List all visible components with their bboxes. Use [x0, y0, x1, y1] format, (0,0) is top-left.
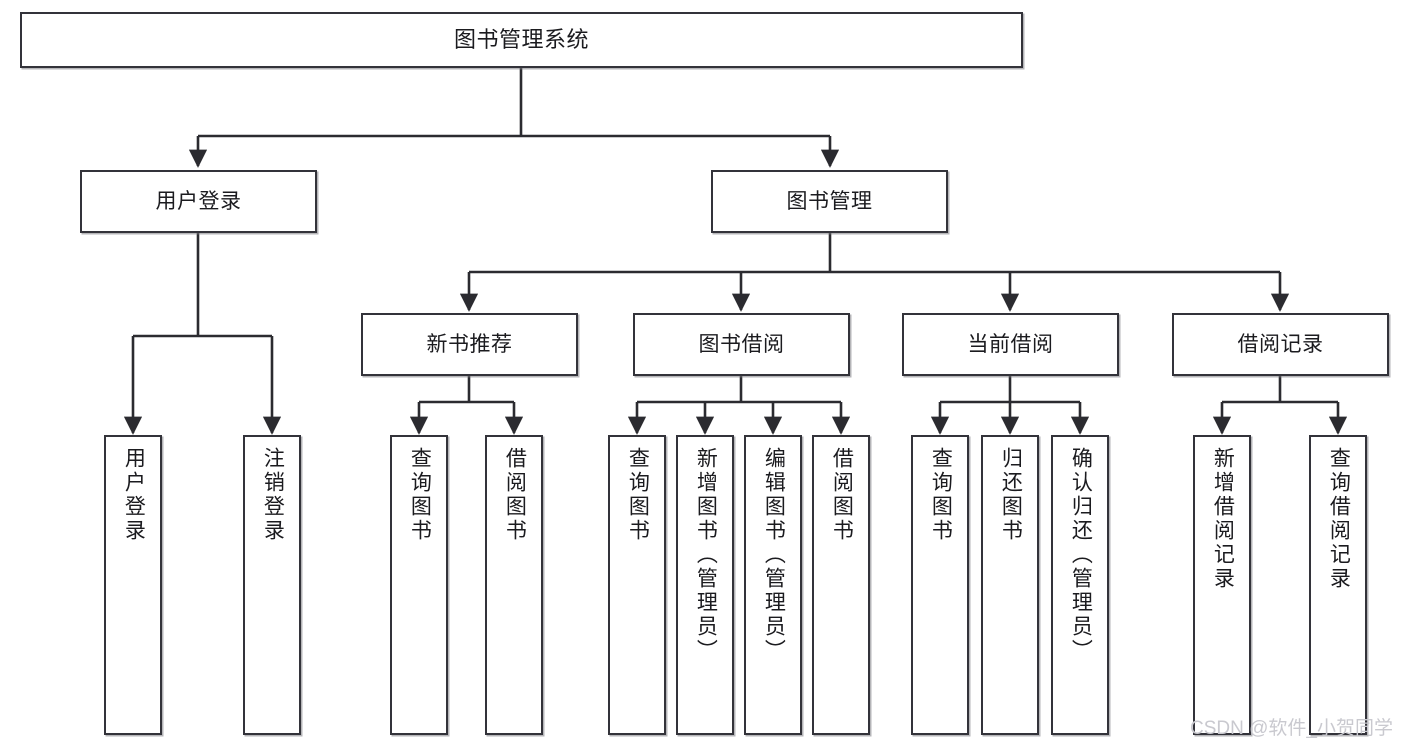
node-new-book-recommend-label: 新书推荐: [426, 332, 513, 356]
node-book-borrow-label: 图书借阅: [698, 332, 785, 356]
node-borrow-record-label: 借阅记录: [1237, 332, 1324, 356]
node-leaf-book-borrow-add[interactable]: 新增图书（管理员）: [676, 435, 734, 735]
node-root-book-management-system[interactable]: 图书管理系统: [20, 12, 1023, 68]
node-book-management-label: 图书管理: [786, 189, 873, 213]
node-leaf-label: 借阅图书: [830, 447, 854, 543]
node-book-borrow[interactable]: 图书借阅: [633, 313, 850, 376]
node-leaf-book-borrow-edit[interactable]: 编辑图书（管理员）: [744, 435, 802, 735]
node-user-login[interactable]: 用户登录: [80, 170, 317, 233]
node-leaf-book-borrow-borrow[interactable]: 借阅图书: [812, 435, 870, 735]
node-leaf-label: 查询借阅记录: [1327, 447, 1351, 591]
node-leaf-label: 确认归还（管理员）: [1069, 447, 1093, 663]
node-leaf-label: 归还图书: [999, 447, 1023, 543]
node-root-label: 图书管理系统: [453, 26, 589, 52]
node-leaf-label: 新增图书（管理员）: [694, 447, 718, 663]
node-current-borrow-label: 当前借阅: [967, 332, 1054, 356]
node-leaf-current-borrow-return[interactable]: 归还图书: [981, 435, 1039, 735]
node-leaf-current-borrow-query[interactable]: 查询图书: [911, 435, 969, 735]
node-leaf-new-book-query[interactable]: 查询图书: [390, 435, 448, 735]
node-leaf-label: 编辑图书（管理员）: [762, 447, 786, 663]
node-leaf-label: 新增借阅记录: [1211, 447, 1235, 591]
node-leaf-label: 查询图书: [626, 447, 650, 543]
node-leaf-label: 查询图书: [408, 447, 432, 543]
node-book-management[interactable]: 图书管理: [711, 170, 948, 233]
node-user-login-label: 用户登录: [155, 189, 242, 213]
node-borrow-record[interactable]: 借阅记录: [1172, 313, 1389, 376]
node-leaf-borrow-record-add[interactable]: 新增借阅记录: [1193, 435, 1251, 735]
node-leaf-label: 注销登录: [261, 447, 285, 543]
node-leaf-label: 用户登录: [122, 447, 146, 543]
node-leaf-current-borrow-confirm-return[interactable]: 确认归还（管理员）: [1051, 435, 1109, 735]
node-leaf-user-login-signout[interactable]: 注销登录: [243, 435, 301, 735]
csdn-watermark: CSDN @软件_小贺同学: [1190, 718, 1393, 739]
node-leaf-borrow-record-query[interactable]: 查询借阅记录: [1309, 435, 1367, 735]
node-leaf-new-book-borrow[interactable]: 借阅图书: [485, 435, 543, 735]
node-leaf-user-login-signin[interactable]: 用户登录: [104, 435, 162, 735]
node-leaf-label: 查询图书: [929, 447, 953, 543]
node-current-borrow[interactable]: 当前借阅: [902, 313, 1119, 376]
node-leaf-label: 借阅图书: [503, 447, 527, 543]
node-new-book-recommend[interactable]: 新书推荐: [361, 313, 578, 376]
node-leaf-book-borrow-query[interactable]: 查询图书: [608, 435, 666, 735]
